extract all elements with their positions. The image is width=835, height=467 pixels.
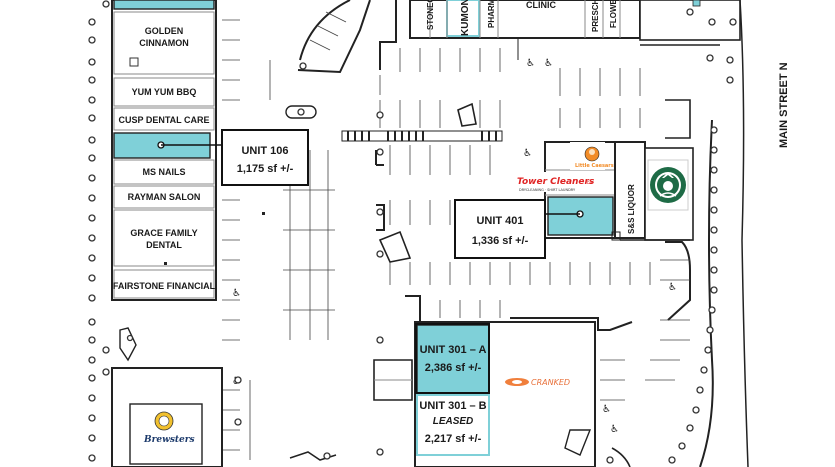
cranked-logo: CRANKED (505, 378, 570, 387)
svg-text:♿: ♿ (523, 148, 532, 159)
little-caesars-logo: Little Caesars (570, 142, 614, 170)
svg-text:♿: ♿ (602, 404, 611, 415)
parking-center-north (379, 48, 641, 175)
unit-301b-area: 2,217 sf +/- (425, 433, 482, 445)
tree-row-west (88, 0, 110, 462)
tenant-grace-family-dental-l2: DENTAL (146, 240, 182, 250)
unit-top-available (113, 0, 215, 10)
tenant-clinic: CLINIC (526, 0, 556, 10)
unit-301b-name: UNIT 301 – B (419, 400, 486, 412)
island-mid-west (376, 204, 385, 231)
street-label: MAIN STREET N (778, 62, 790, 148)
unit-301b-status: LEASED (433, 416, 474, 427)
west-strip-building (111, 0, 217, 301)
svg-text:♿: ♿ (544, 58, 553, 69)
tenant-presch: PRESCH (591, 0, 600, 32)
tenant-yum-yum-bbq: YUM YUM BBQ (132, 87, 197, 97)
tenant-kumon: KUMON (460, 0, 471, 36)
unit-401-area: 1,336 sf +/- (472, 235, 529, 247)
tenant-golden-cinnamon-l1: GOLDEN (145, 26, 184, 36)
crosswalk-north (341, 130, 503, 142)
unit-301a-callout[interactable]: UNIT 301 – A 2,386 sf +/- (415, 323, 490, 394)
unit-401-callout[interactable]: UNIT 401 1,336 sf +/- (454, 199, 546, 259)
unit-301a-area: 2,386 sf +/- (425, 362, 482, 374)
unit-106-name: UNIT 106 (241, 145, 288, 157)
unit-301b-space (416, 394, 490, 456)
unit-106-area: 1,175 sf +/- (237, 163, 294, 175)
starbucks-logo (650, 167, 686, 203)
tenant-flowe: FLOWE (609, 0, 618, 28)
tower-cleaners-logo: Tower Cleaners .ca DRYCLEANING · SHIRT L… (514, 172, 598, 192)
tower-cleaners-tagline: DRYCLEANING · SHIRT LAUNDRY (519, 188, 576, 192)
main-street (645, 0, 749, 467)
tenant-golden-cinnamon-l2: CINNAMON (139, 38, 189, 48)
svg-text:♿: ♿ (526, 58, 535, 69)
tenant-ms-nails: MS NAILS (142, 167, 185, 177)
svg-text:♿: ♿ (232, 288, 241, 299)
tenant-rayman-salon: RAYMAN SALON (128, 192, 201, 202)
tenant-pharm: PHARM (487, 0, 496, 28)
parking-west (222, 19, 335, 460)
island-east (660, 241, 691, 321)
island-wedge (457, 102, 477, 127)
unit-301a-space (416, 324, 490, 394)
svg-text:♿: ♿ (610, 424, 619, 435)
tenant-grace-family-dental-l1: GRACE FAMILY (130, 228, 197, 238)
brewsters-building: Brewsters (111, 327, 337, 467)
north-building (379, 0, 741, 70)
tenant-cusp-dental-care: CUSP DENTAL CARE (118, 115, 209, 125)
tenant-ss-liquor: S&S LIQUOR (627, 184, 636, 234)
island-wedge-mid (378, 230, 412, 263)
cranked-name: CRANKED (531, 378, 570, 387)
island-northwest (297, 0, 371, 74)
tenant-fairstone-financial: FAIRSTONE FINANCIAL (113, 281, 216, 291)
brewsters-name: Brewsters (143, 435, 195, 445)
little-caesars-name: Little Caesars (575, 163, 614, 169)
unit-106-callout[interactable]: UNIT 106 1,175 sf +/- (221, 129, 309, 186)
south-building (373, 295, 633, 467)
tenant-stonec: STONEC (426, 0, 435, 30)
tower-cleaners-name: Tower Cleaners (517, 177, 595, 187)
svg-text:♿: ♿ (668, 282, 677, 293)
tower-cleaners-suffix: .ca (585, 180, 592, 186)
unit-301b-callout[interactable]: UNIT 301 – B LEASED 2,217 sf +/- (419, 400, 486, 445)
unit-401-name: UNIT 401 (476, 215, 523, 227)
unit-301a-name: UNIT 301 – A (420, 344, 487, 356)
